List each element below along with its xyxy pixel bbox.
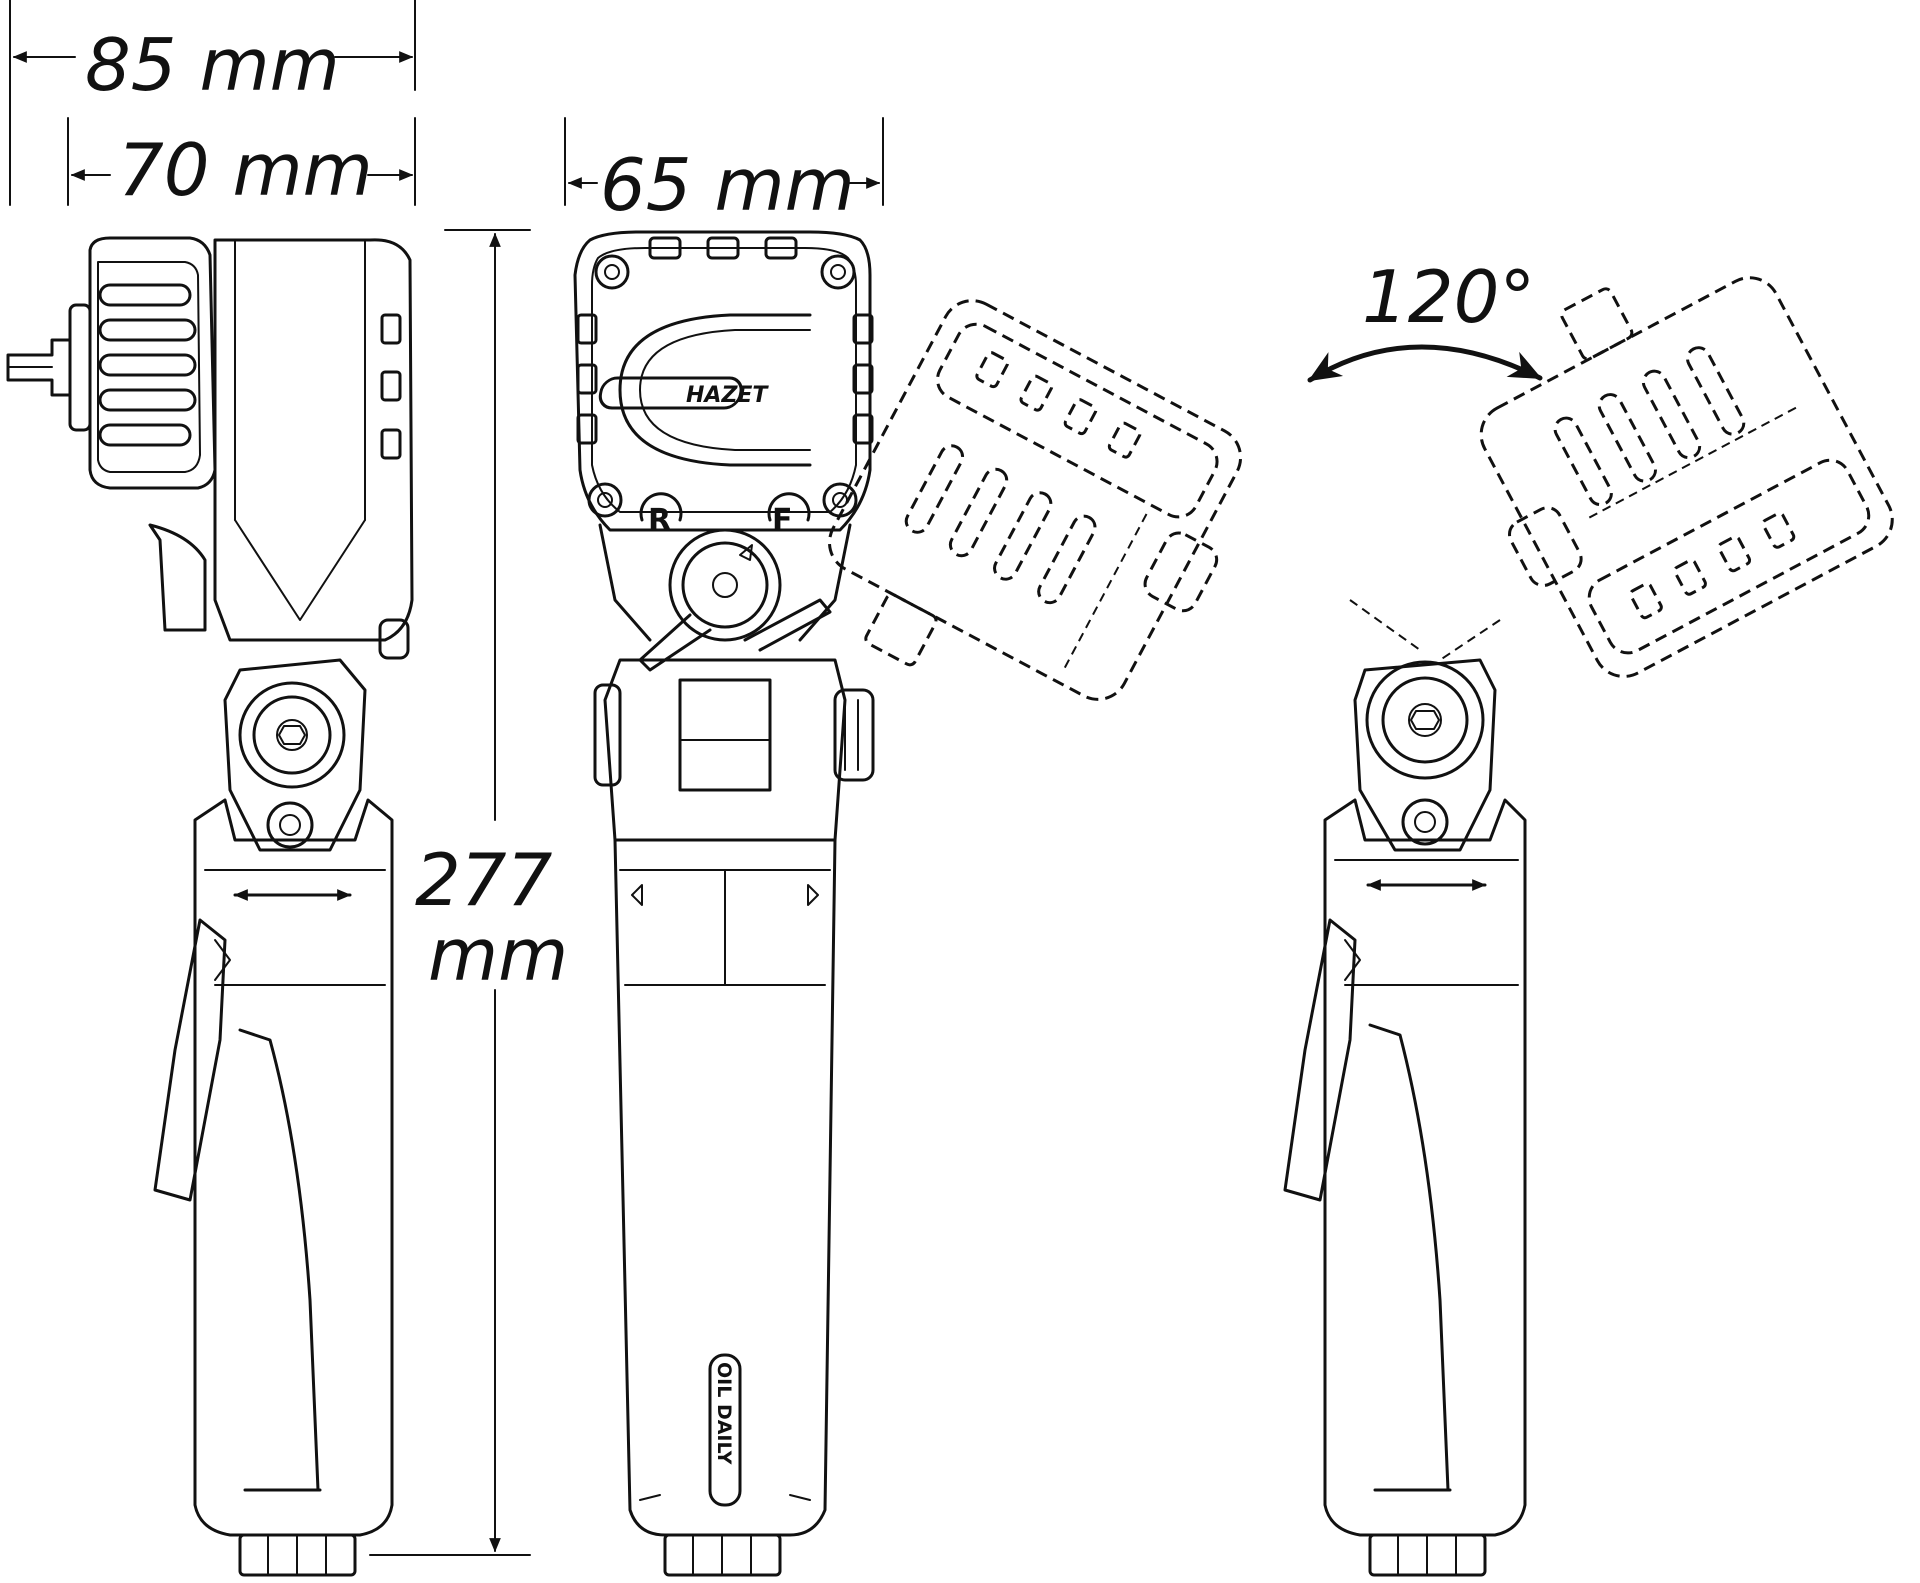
reverse-marker-label: R (648, 503, 671, 538)
front-view: HAZET R F (573, 230, 875, 1577)
forward-marker-label: F (772, 503, 793, 538)
width-total-label: 85 mm (85, 23, 340, 107)
brand-logo: HAZET (598, 376, 769, 410)
head-position-left (827, 299, 1243, 701)
reverse-marker: R (639, 492, 683, 538)
swivel-angle-label: 120° (1362, 255, 1535, 339)
oil-daily-text: OIL DAILY (713, 1362, 735, 1465)
head-position-right (1479, 276, 1894, 678)
dimension-70mm: 70 mm (67, 117, 416, 212)
brand-logo-text: HAZET (686, 383, 769, 408)
dimension-85mm: 85 mm (9, 0, 416, 206)
side-view (6, 236, 414, 1577)
swivel-view (827, 276, 1894, 1577)
width-body-label: 70 mm (118, 128, 373, 212)
height-value-label: 277 (415, 838, 553, 922)
height-unit-label: mm (428, 913, 568, 997)
dimension-277mm: 277 mm (369, 229, 568, 1556)
oil-daily-label: OIL DAILY (708, 1353, 742, 1507)
swivel-angle-indicator: 120° (1307, 255, 1543, 383)
dimension-65mm: 65 mm (564, 117, 884, 227)
forward-marker: F (767, 492, 811, 538)
width-front-label: 65 mm (600, 143, 855, 227)
